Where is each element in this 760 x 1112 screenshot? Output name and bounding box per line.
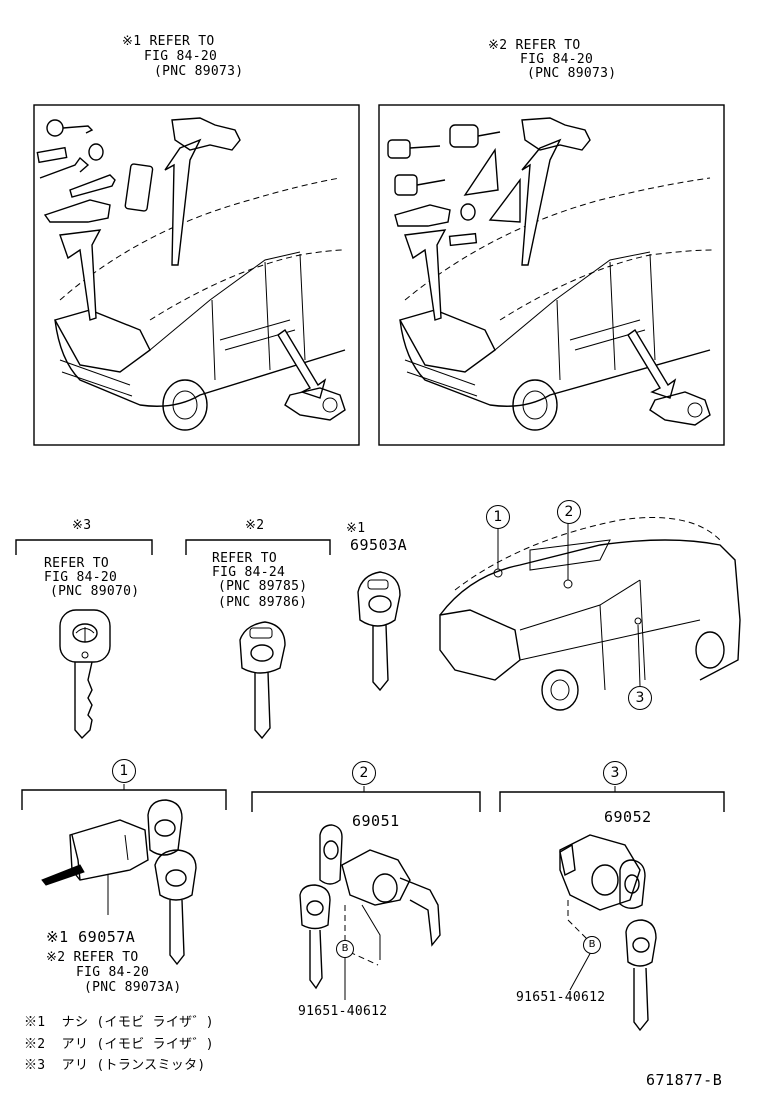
right-arrow-1	[404, 229, 447, 321]
section1-line4: (PNC 89073A)	[84, 980, 182, 995]
key3-illustration	[357, 571, 401, 692]
key1-illustration	[59, 609, 111, 740]
key1-line3: (PNC 89070)	[50, 584, 140, 599]
top-left-note-line2: FIG 84-20	[144, 49, 218, 64]
overview-vehicle	[439, 517, 741, 711]
key1-line1: REFER TO	[44, 556, 110, 571]
left-arrow-1	[59, 229, 102, 321]
section3-b-mark: B	[583, 936, 601, 954]
section3-bracket	[499, 791, 725, 812]
figure-id: 671877-B	[646, 1071, 723, 1089]
section2-callout: 2	[352, 761, 376, 785]
left-arrow-2	[164, 138, 202, 266]
section2-bracket	[251, 791, 481, 812]
section3-part-number: 69052	[604, 808, 652, 826]
section3-screw-number: 91651-40612	[516, 990, 606, 1005]
overview-callout-3: 3	[628, 686, 652, 710]
right-panel-frame	[378, 104, 725, 446]
top-left-note-line3: (PNC 89073)	[154, 64, 244, 79]
key2-mark: ※2	[245, 518, 265, 533]
leader-s3	[569, 949, 593, 991]
right-arrow-2	[521, 138, 562, 266]
key2-line2: FIG 84-24	[212, 565, 286, 580]
section2-part-number: 69051	[352, 812, 400, 830]
overview-callout-1: 1	[486, 505, 510, 529]
top-right-note-line3: (PNC 89073)	[527, 66, 617, 81]
top-left-note-line1: ※1 REFER TO	[122, 34, 215, 49]
section1-bracket	[21, 789, 227, 810]
key2-line3: (PNC 89785)	[218, 579, 308, 594]
section3-callout: 3	[603, 761, 627, 785]
section2-illustration	[299, 824, 441, 990]
section2-b-mark: B	[336, 940, 354, 958]
top-right-note-line1: ※2 REFER TO	[488, 38, 581, 53]
overview-callout-2: 2	[557, 500, 581, 524]
right-arrow-3	[627, 328, 677, 399]
section3-illustration	[559, 834, 657, 1032]
key2-illustration	[239, 621, 286, 740]
section1-illustration	[41, 799, 197, 966]
section1-line3: FIG 84-20	[76, 965, 150, 980]
section1-line1: ※1 69057A	[46, 928, 136, 946]
legend-line-2: ※2 アリ (イモビ ライザ゛)	[24, 1037, 214, 1052]
left-panel-frame	[33, 104, 360, 446]
key1-mark: ※3	[72, 518, 92, 533]
key2-line1: REFER TO	[212, 551, 278, 566]
right-panel-vehicle	[398, 177, 713, 431]
key1-line2: FIG 84-20	[44, 570, 118, 585]
section1-line2: ※2 REFER TO	[46, 950, 139, 965]
left-panel-parts	[36, 117, 346, 421]
right-panel-parts	[387, 117, 711, 426]
top-right-note-line2: FIG 84-20	[520, 52, 594, 67]
key1-bracket	[15, 539, 153, 555]
section1-callout: 1	[112, 759, 136, 783]
legend-line-1: ※1 ナシ (イモビ ライザ゛)	[24, 1015, 214, 1030]
key3-mark: ※1	[346, 521, 366, 536]
section2-screw-number: 91651-40612	[298, 1004, 388, 1019]
key2-bracket	[185, 539, 331, 555]
key2-line4: (PNC 89786)	[218, 595, 308, 610]
key3-part-number: 69503A	[350, 536, 408, 554]
legend-line-3: ※3 アリ (トランスミッタ)	[24, 1058, 206, 1073]
